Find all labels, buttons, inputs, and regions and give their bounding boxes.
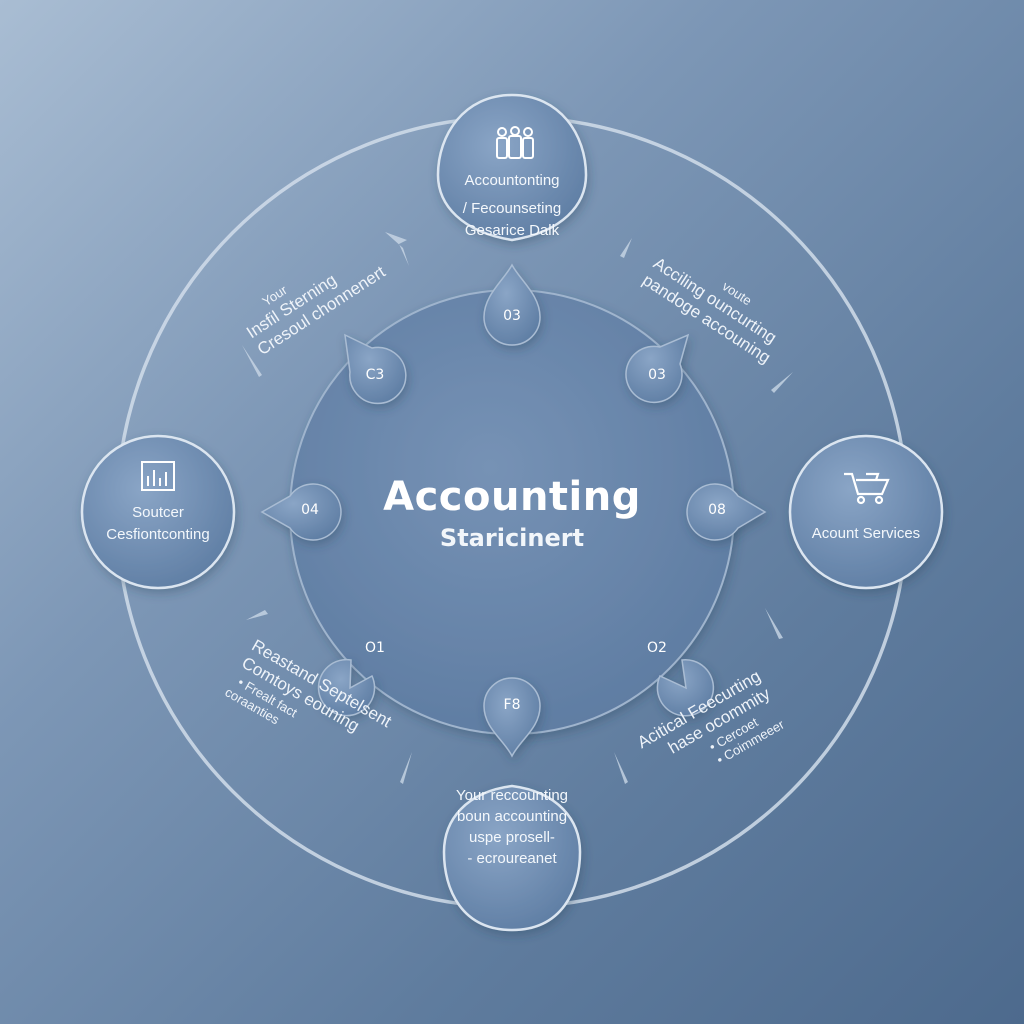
top-node-line2: / Fecounseting — [462, 199, 562, 217]
top-node[interactable]: Accountonting / Fecounseting Gesarice Da… — [440, 170, 584, 241]
top-node-line3: Gesarice Dalk — [464, 221, 560, 239]
bar-chart-icon — [141, 461, 175, 491]
left-node-shape — [80, 434, 236, 590]
bottom-node-line3: uspe prosell- — [469, 829, 555, 846]
marker-label: 03 — [648, 367, 666, 383]
bottom-node-shape — [442, 784, 582, 932]
marker-bubble-right — [686, 483, 767, 541]
bottom-node-line2: boun accounting — [456, 808, 568, 825]
marker-label: O1 — [365, 640, 385, 656]
marker-label: C3 — [365, 367, 385, 383]
marker-bubble-left — [260, 483, 342, 541]
marker-bubble-top-right — [625, 333, 690, 404]
marker-bubble-bottom-left — [317, 658, 376, 717]
bottom-node-line4: - ecroureanet — [467, 850, 557, 867]
left-node-line2: Cesfiontconting — [106, 525, 210, 543]
big-nodes — [80, 93, 944, 932]
center-title: Accounting — [383, 474, 641, 520]
marker-label: 03 — [503, 308, 521, 324]
marker-bubble-top — [483, 263, 541, 346]
marker-bubbles — [260, 263, 767, 758]
top-node-shape — [436, 93, 588, 242]
marker-bubble-top-left — [344, 333, 407, 405]
left-node[interactable]: Soutcer Cesfiontconting — [84, 502, 232, 546]
marker-label: F8 — [503, 697, 521, 713]
marker-label: 08 — [708, 502, 726, 518]
marker-bubble-bottom — [483, 677, 541, 758]
left-node-line1: Soutcer — [132, 504, 184, 521]
right-node-line1: Acount Services — [811, 525, 921, 542]
shopping-cart-icon — [844, 472, 890, 505]
marker-bubble-bottom-right — [656, 659, 715, 717]
ring-arrow-marks — [242, 232, 793, 784]
bottom-node-line1: Your reccounting — [455, 787, 569, 804]
marker-label: O2 — [647, 640, 667, 656]
right-node-shape — [788, 434, 944, 590]
marker-label: 04 — [301, 502, 319, 518]
bottom-node[interactable]: Your reccounting boun accounting uspe pr… — [436, 785, 588, 869]
people-icon — [496, 126, 534, 159]
right-node[interactable]: Acount Services — [792, 523, 940, 545]
center-subtitle: Staricinert — [439, 524, 585, 552]
top-node-line1: Accountonting — [464, 172, 560, 189]
